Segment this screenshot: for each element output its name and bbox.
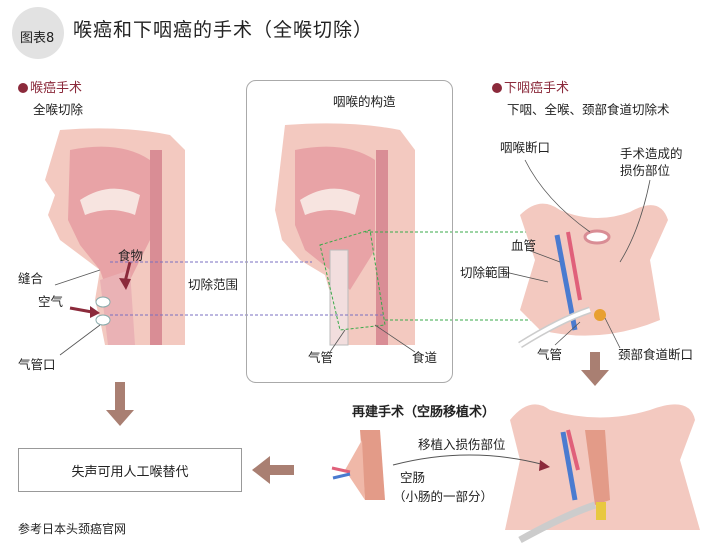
outcome-text: 失声可用人工喉替代 <box>71 464 189 480</box>
figure-number: 图表8 <box>20 31 55 46</box>
label-jejunum-note: （小肠的一部分） <box>393 489 494 504</box>
arrows <box>106 352 609 484</box>
laryngeal-subheading: 全喉切除 <box>33 102 84 117</box>
label-food: 食物 <box>118 248 144 263</box>
source-note: 参考日本头颈癌官网 <box>18 522 127 536</box>
label-resection-range: 切除范围 <box>188 277 239 292</box>
hypopharyngeal-heading-text: 下咽癌手术 <box>504 81 570 96</box>
structure-panel <box>246 80 453 383</box>
label-esophagus: 食道 <box>412 350 438 365</box>
label-jejunum: 空肠 <box>400 470 426 485</box>
laryngectomy-illustration <box>45 128 185 356</box>
label-pharynx-stump: 咽喉断口 <box>500 140 551 155</box>
label-trachea: 气管 <box>308 350 334 365</box>
jejunum-illustration <box>331 430 385 500</box>
label-air: 空气 <box>38 294 64 309</box>
hypopharyngectomy-illustration <box>504 159 668 349</box>
bullet-icon <box>492 83 502 93</box>
label-stoma: 气管口 <box>18 357 56 372</box>
figure-badge: 图表8 <box>12 7 64 59</box>
label-trachea-2: 气管 <box>537 347 563 362</box>
figure-title: 喉癌和下咽癌的手术（全喉切除） <box>73 19 374 41</box>
laryngeal-heading: 喉癌手术 <box>18 82 82 95</box>
label-transplant: 移植入损伤部位 <box>418 437 506 452</box>
throat-structure-illustration <box>275 123 416 353</box>
structure-heading: 咽喉的构造 <box>333 94 396 109</box>
transplant-arrow <box>392 454 546 466</box>
label-defect-2: 损伤部位 <box>620 163 671 178</box>
bullet-icon <box>18 83 28 93</box>
hypopharyngeal-subheading: 下咽、全喉、颈部食道切除术 <box>507 102 670 117</box>
label-suture: 缝合 <box>18 271 44 286</box>
label-resection-range-2: 切除範围 <box>460 265 511 280</box>
reconstructed-neck-illustration <box>505 404 700 544</box>
hypopharyngeal-heading: 下咽癌手术 <box>492 82 569 95</box>
label-defect-1: 手术造成的 <box>620 146 683 161</box>
label-vessel: 血管 <box>511 238 537 253</box>
reconstruction-heading: 再建手术（空肠移植术） <box>352 405 496 420</box>
label-esophagus-stump: 颈部食道断口 <box>618 347 694 362</box>
laryngeal-heading-text: 喉癌手术 <box>30 81 83 96</box>
outcome-box: 失声可用人工喉替代 <box>18 448 242 492</box>
